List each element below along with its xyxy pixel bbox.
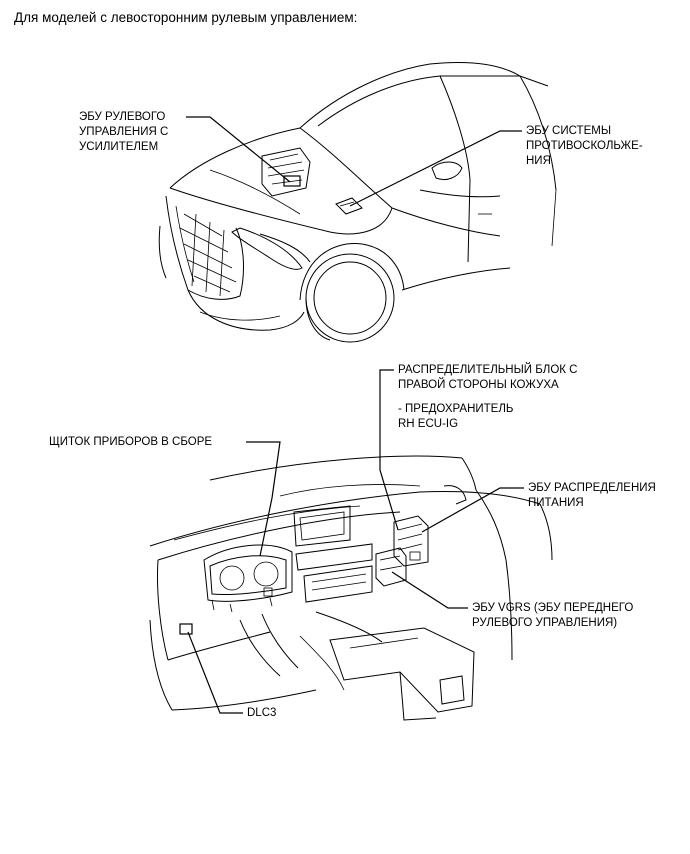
label-power-ecu: ЭБУ РАСПРЕДЕЛЕНИЯ ПИТАНИЯ xyxy=(528,481,656,511)
label-skid-ecu-line3: НИЯ xyxy=(526,155,551,167)
car-illustration xyxy=(158,62,557,343)
page-header: Для моделей с левосторонним рулевым упра… xyxy=(14,10,358,25)
label-fuse-line2: RH ECU-IG xyxy=(398,418,459,430)
label-eps-ecu-line1: ЭБУ РУЛЕВОГО xyxy=(79,111,166,123)
label-skid-ecu-line2: ПРОТИВОСКОЛЬЖЕ- xyxy=(526,140,643,152)
label-eps-ecu-line3: УСИЛИТЕЛЕМ xyxy=(79,141,159,153)
label-dlc3-line1: DLC3 xyxy=(247,707,277,719)
label-eps-ecu-line2: УПРАВЛЕНИЯ С xyxy=(79,126,169,138)
label-vgrs-ecu-line1: ЭБУ VGRS (ЭБУ ПЕРЕДНЕГО xyxy=(472,602,634,614)
label-skid-ecu-line1: ЭБУ СИСТЕМЫ xyxy=(526,125,611,137)
leader-lines xyxy=(186,116,524,714)
label-meter-line1: ЩИТОК ПРИБОРОВ В СБОРЕ xyxy=(49,436,213,448)
dlc3-part xyxy=(179,623,193,635)
label-vgrs-ecu: ЭБУ VGRS (ЭБУ ПЕРЕДНЕГО РУЛЕВОГО УПРАВЛЕ… xyxy=(472,601,633,631)
dashboard-illustration xyxy=(149,455,553,721)
label-power-ecu-line1: ЭБУ РАСПРЕДЕЛЕНИЯ xyxy=(528,482,656,494)
label-fuse: - ПРЕДОХРАНИТЕЛЬ RH ECU-IG xyxy=(398,402,513,432)
vgrs-ecu-part xyxy=(375,547,407,587)
label-junction-block-line1: РАСПРЕДЕЛИТЕЛЬНЫЙ БЛОК С xyxy=(398,364,578,376)
label-power-ecu-line2: ПИТАНИЯ xyxy=(528,497,584,509)
label-vgrs-ecu-line2: РУЛЕВОГО УПРАВЛЕНИЯ) xyxy=(472,617,618,629)
combination-meter-part xyxy=(203,544,293,613)
label-junction-block: РАСПРЕДЕЛИТЕЛЬНЫЙ БЛОК С ПРАВОЙ СТОРОНЫ … xyxy=(398,363,577,393)
eps-ecu-part xyxy=(261,147,311,197)
label-fuse-line1: - ПРЕДОХРАНИТЕЛЬ xyxy=(398,403,514,415)
label-skid-ecu: ЭБУ СИСТЕМЫ ПРОТИВОСКОЛЬЖЕ- НИЯ xyxy=(526,124,643,169)
label-eps-ecu: ЭБУ РУЛЕВОГО УПРАВЛЕНИЯ С УСИЛИТЕЛЕМ xyxy=(79,110,168,155)
junction-block-part xyxy=(393,515,429,567)
label-dlc3: DLC3 xyxy=(247,706,276,721)
label-junction-block-line2: ПРАВОЙ СТОРОНЫ КОЖУХА xyxy=(398,379,559,391)
label-meter: ЩИТОК ПРИБОРОВ В СБОРЕ xyxy=(49,435,212,450)
skid-ecu-part xyxy=(335,197,363,215)
